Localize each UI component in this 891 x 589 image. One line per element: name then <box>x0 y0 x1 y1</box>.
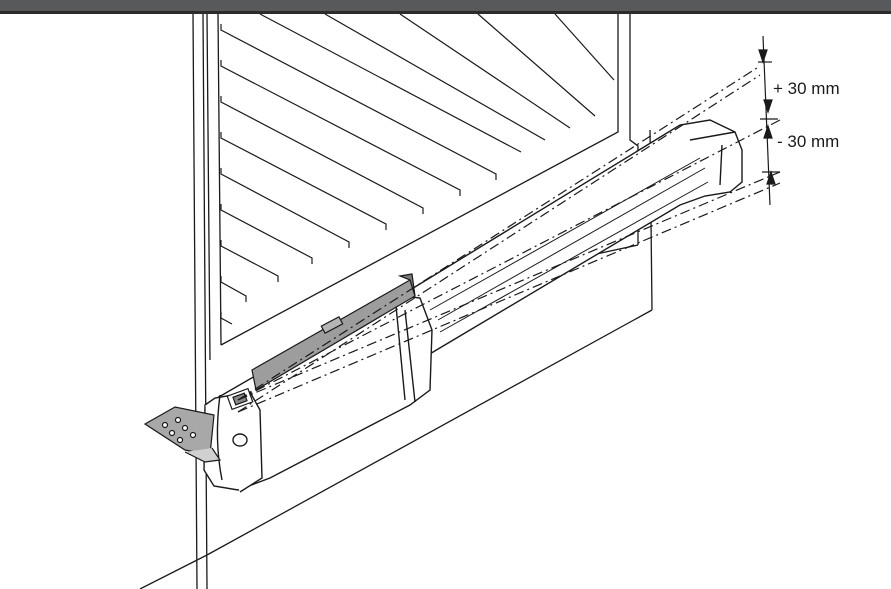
base-plate <box>143 406 222 463</box>
header-bar <box>0 0 891 14</box>
gate-slats <box>220 13 615 325</box>
arrow-down-icon <box>758 49 768 64</box>
arrow-up-icon <box>766 170 776 185</box>
actuator-arm <box>409 119 743 357</box>
motor-body <box>203 294 433 493</box>
gate-post <box>192 13 208 589</box>
minus-tolerance-label: - 30 mm <box>777 132 839 151</box>
plus-tolerance-label: + 30 mm <box>773 79 840 98</box>
tolerance-lines <box>237 65 781 413</box>
dimension-markers <box>758 35 780 206</box>
arrow-up-icon <box>763 124 773 139</box>
arrow-down-icon <box>763 99 773 114</box>
gate-bracket <box>251 273 416 391</box>
